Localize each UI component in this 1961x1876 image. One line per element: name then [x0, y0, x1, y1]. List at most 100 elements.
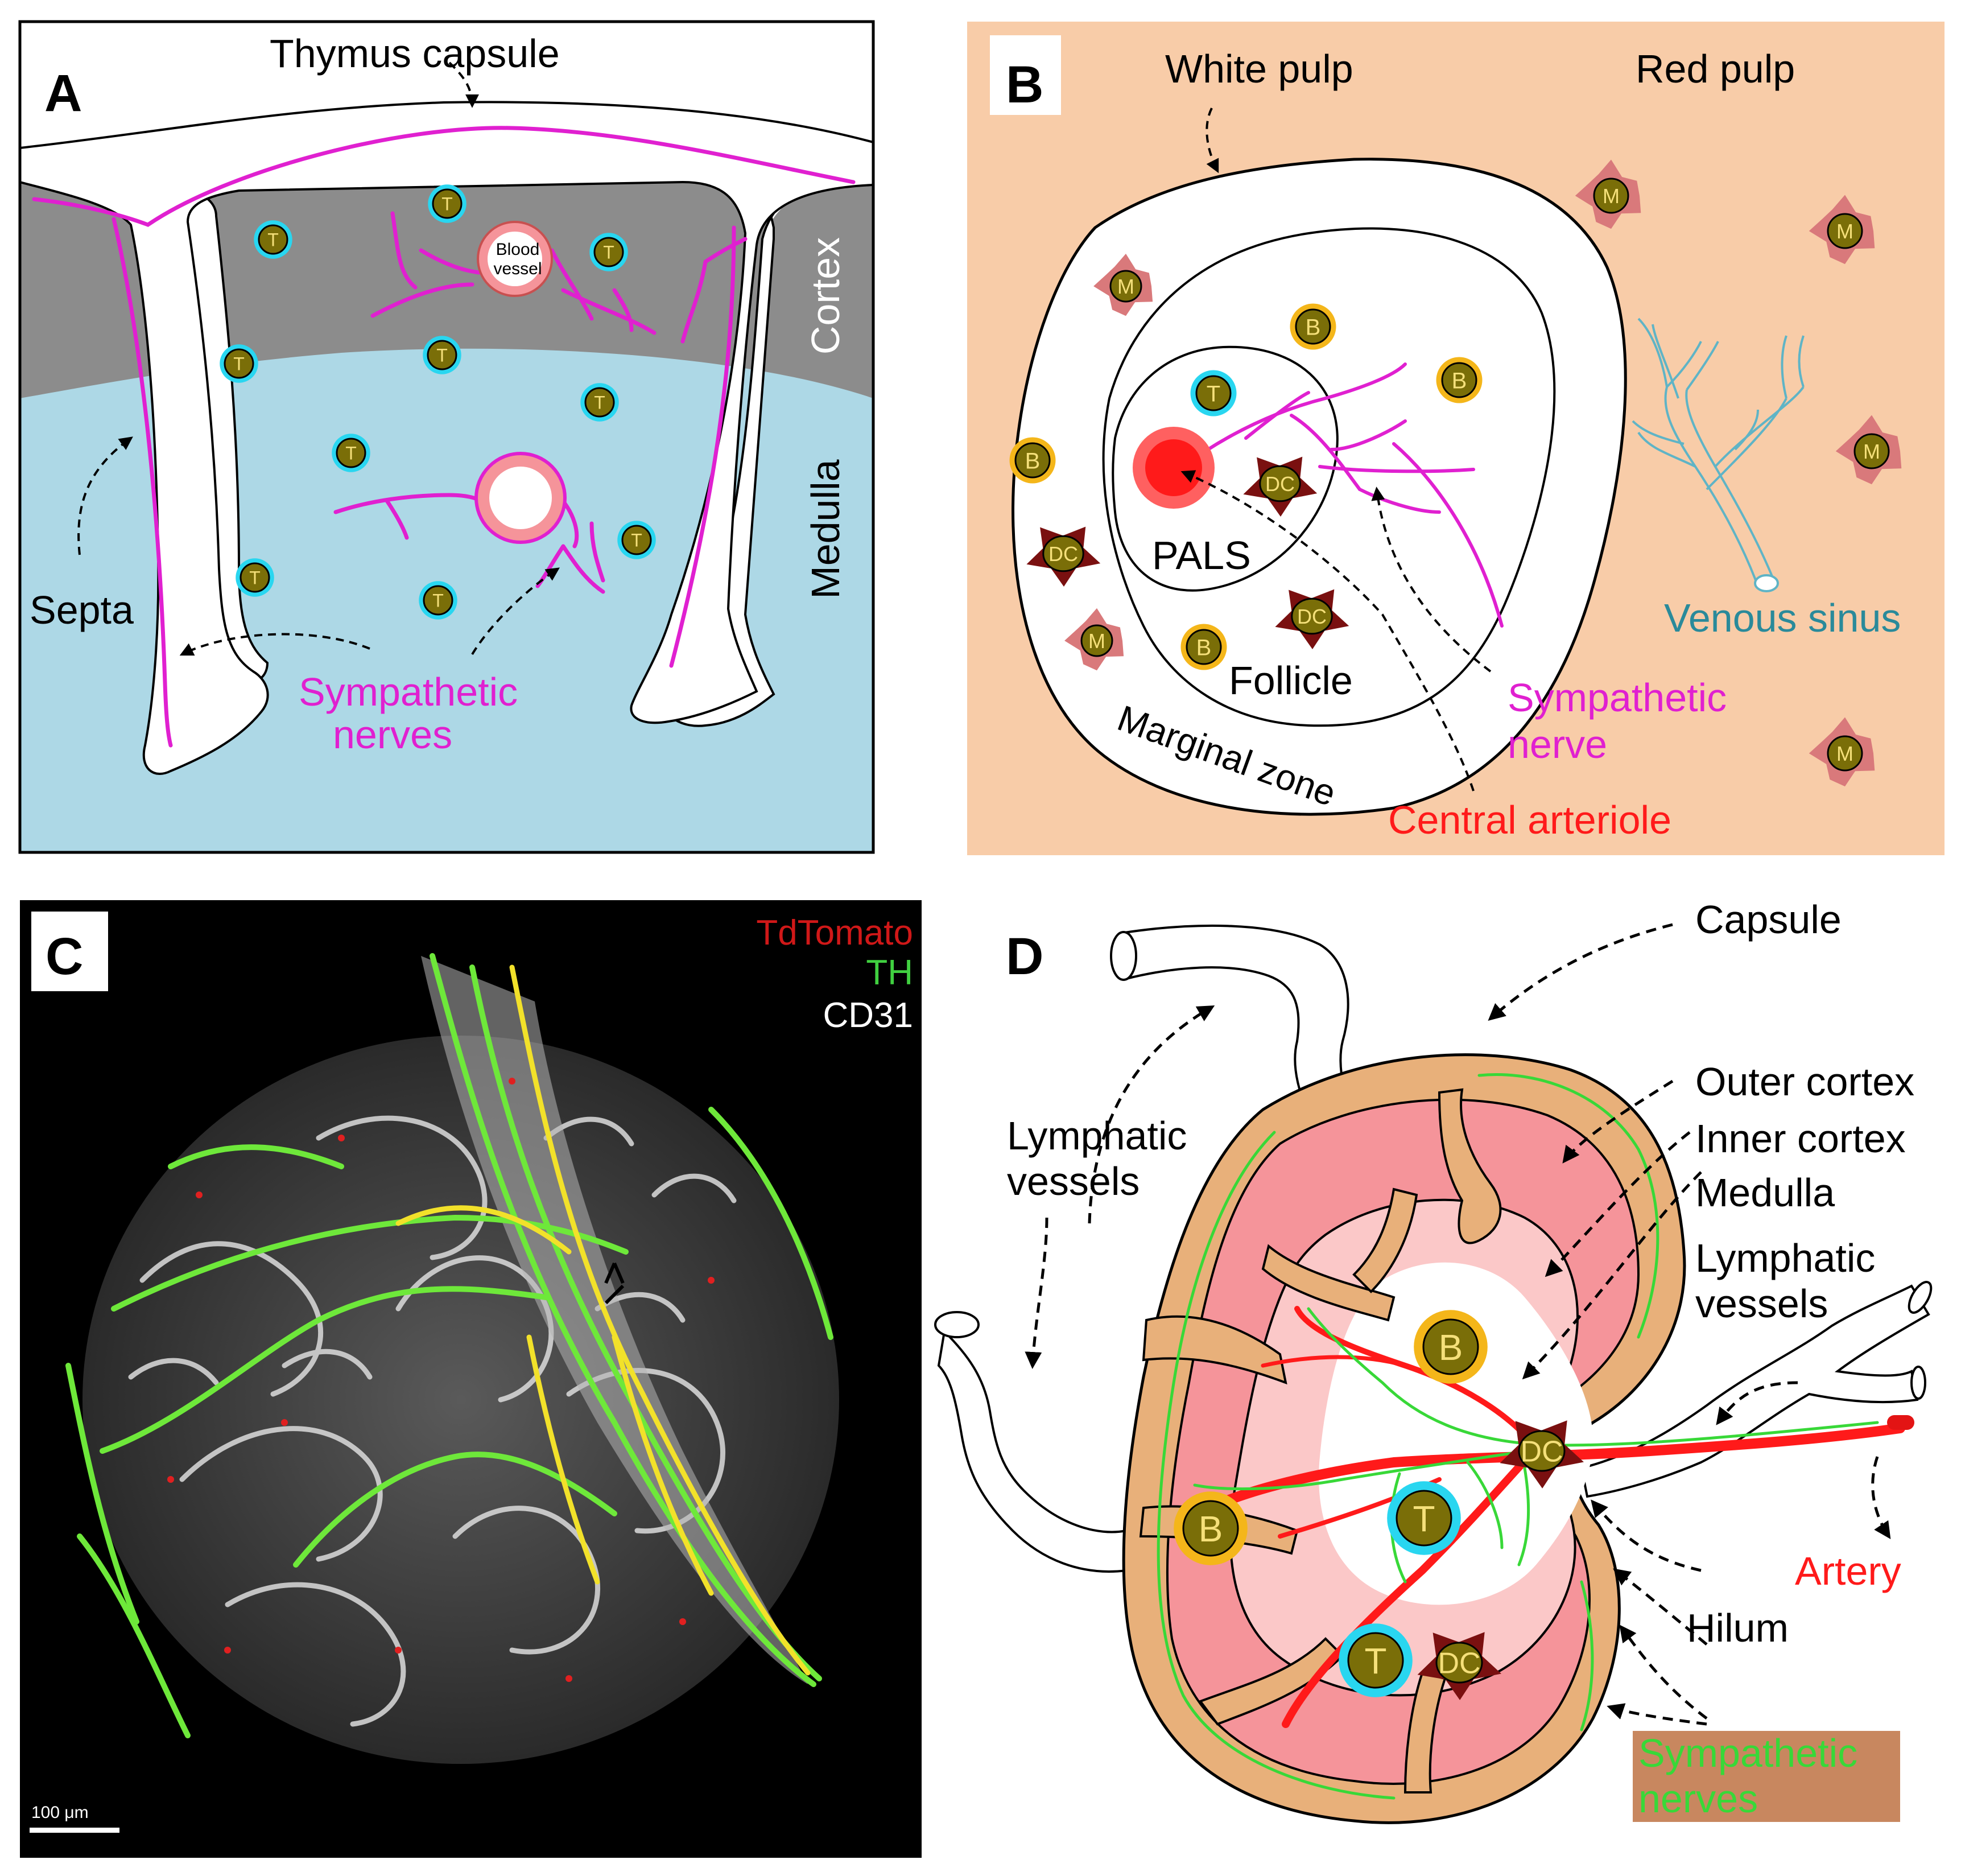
- red-pulp-label: Red pulp: [1636, 47, 1795, 91]
- b-cell-d-0-label: B: [1439, 1327, 1463, 1368]
- artery-label: Artery: [1795, 1549, 1901, 1593]
- dendritic-cell-b-0-label: DC: [1265, 472, 1295, 496]
- overlap-nerve-2: [526, 1334, 600, 1585]
- tdtomato-speck-7: [167, 1476, 174, 1483]
- septa-label: Septa: [30, 588, 134, 632]
- t-cell-a-3-label: T: [233, 354, 245, 374]
- sympathetic-nerve-label-1: Sympathetic: [1508, 675, 1727, 720]
- macrophage-b-1-label: M: [1088, 629, 1105, 653]
- medulla-label: Medulla: [803, 459, 848, 599]
- t-cell-a-0: T: [428, 184, 466, 223]
- sympathetic-nerve-label-2: nerve: [1508, 722, 1607, 766]
- tdtomato-speck-2: [338, 1135, 345, 1141]
- b-cell-b-3: B: [1180, 624, 1227, 670]
- sympathetic-nerves-box: [1633, 1731, 1900, 1822]
- t-cell-d-0: T: [1387, 1481, 1461, 1555]
- t-cell-d-1-label: T: [1364, 1640, 1386, 1681]
- t-cell-a-2: T: [589, 233, 628, 271]
- t-cell-a-5-label: T: [594, 393, 605, 413]
- sympathetic-nerves-label-1: Sympathetic: [299, 670, 518, 714]
- t-cell-a-2-label: T: [603, 242, 614, 263]
- lymphatic-right-label-2: vessels: [1695, 1281, 1828, 1326]
- th-nerve-6: [65, 1363, 139, 1625]
- macrophage-b-3-label: M: [1836, 220, 1853, 243]
- th-nerve-1: [469, 964, 822, 1681]
- tdtomato-speck-5: [679, 1618, 686, 1625]
- t-cell-a-1-label: T: [267, 230, 279, 250]
- panel-c-letter: C: [46, 927, 83, 986]
- pals-region: [1112, 345, 1339, 592]
- th-nerve-4: [77, 1533, 191, 1738]
- tdtomato-speck-6: [395, 1647, 402, 1654]
- scale-bar: [30, 1828, 119, 1833]
- th-nerve-7: [168, 1144, 344, 1169]
- outer-cortex-label: Outer cortex: [1695, 1059, 1914, 1104]
- th-nerve-8: [708, 1107, 833, 1340]
- tdtomato-speck-3: [708, 1277, 715, 1284]
- panel-c-microscopy: C TdTomato TH CD31 100 μm: [20, 900, 922, 1858]
- t-cell-a-6-label: T: [345, 443, 357, 464]
- lymphatic-vessel-left: [937, 1329, 1128, 1573]
- panel-a-letter: A: [44, 64, 82, 122]
- blood-vessel-label-2: vessel: [493, 259, 542, 278]
- t-cell-a-9: T: [419, 581, 457, 620]
- central-arteriole-label: Central arteriole: [1388, 798, 1671, 842]
- dendritic-cell-b-2: DC: [1275, 589, 1349, 649]
- white-pulp-label: White pulp: [1165, 47, 1353, 91]
- hilum-label: Hilum: [1687, 1606, 1789, 1650]
- b-cell-d-1-label: B: [1199, 1508, 1223, 1549]
- overlap-nerve-0: [509, 964, 811, 1676]
- overlap-nerve-1: [395, 1205, 572, 1255]
- th-nerve-3: [100, 1286, 549, 1454]
- sympathetic-nerves-d: [1157, 1073, 1879, 1800]
- overlap-nerve-3: [612, 1334, 714, 1596]
- capsule-label: Capsule: [1695, 897, 1842, 942]
- b-cell-b-0: B: [1290, 303, 1336, 350]
- tdtomato-signal: [167, 1078, 715, 1682]
- b-cell-b-1: B: [1436, 357, 1483, 403]
- legend-th: TH: [866, 953, 913, 992]
- panel-d-letter: D: [1006, 927, 1043, 986]
- t-cell-d-0-label: T: [1413, 1498, 1435, 1539]
- b-cell-b-2-label: B: [1025, 448, 1041, 473]
- dendritic-cell-b-0: DC: [1243, 456, 1318, 517]
- inner-cortex-label: Inner cortex: [1695, 1116, 1906, 1161]
- b-cell-b-1-label: B: [1452, 368, 1467, 393]
- pals-label: PALS: [1152, 533, 1251, 578]
- follicle-label: Follicle: [1229, 658, 1353, 703]
- th-nerve-2: [111, 1214, 629, 1312]
- macrophage-b-2-label: M: [1603, 184, 1620, 208]
- legend-tdtomato: TdTomato: [756, 913, 913, 953]
- macrophage-b-5-label: M: [1836, 742, 1853, 765]
- macrophage-b-4: M: [1835, 415, 1902, 485]
- cortex-region: [20, 165, 873, 398]
- t-cell-a-4-label: T: [436, 345, 448, 366]
- trabeculae: [1139, 1088, 1502, 1793]
- lymphatic-left-label-2: vessels: [1007, 1159, 1140, 1203]
- sympathetic-nerves-label-2: nerves: [333, 712, 452, 757]
- macrophage-b-5: M: [1809, 717, 1875, 787]
- blood-vessel-lower: [474, 452, 567, 544]
- thymus-capsule-label: Thymus capsule: [270, 31, 560, 76]
- macrophage-b-0: M: [1093, 253, 1153, 316]
- t-cell-a-6: T: [332, 434, 370, 472]
- lymphatic-left-label-1: Lymphatic: [1007, 1114, 1187, 1158]
- macrophage-b-3: M: [1809, 195, 1875, 265]
- blood-vessel-label-1: Blood: [496, 240, 540, 259]
- blood-vessel-upper: Blood vessel: [477, 221, 553, 297]
- lymph-node-image: [82, 1036, 839, 1764]
- scale-bar-label: 100 μm: [31, 1803, 89, 1822]
- t-cell-a-9-label: T: [432, 591, 444, 611]
- t-cell-a-1: T: [254, 220, 292, 259]
- sympathetic-nerves-label-d2: nerves: [1638, 1776, 1758, 1821]
- macrophage-b-2: M: [1575, 159, 1641, 229]
- t-cell-a-0-label: T: [441, 194, 453, 215]
- t-cell-a-8: T: [236, 558, 274, 597]
- tdtomato-speck-8: [565, 1675, 572, 1682]
- b-cell-b-3-label: B: [1196, 635, 1212, 660]
